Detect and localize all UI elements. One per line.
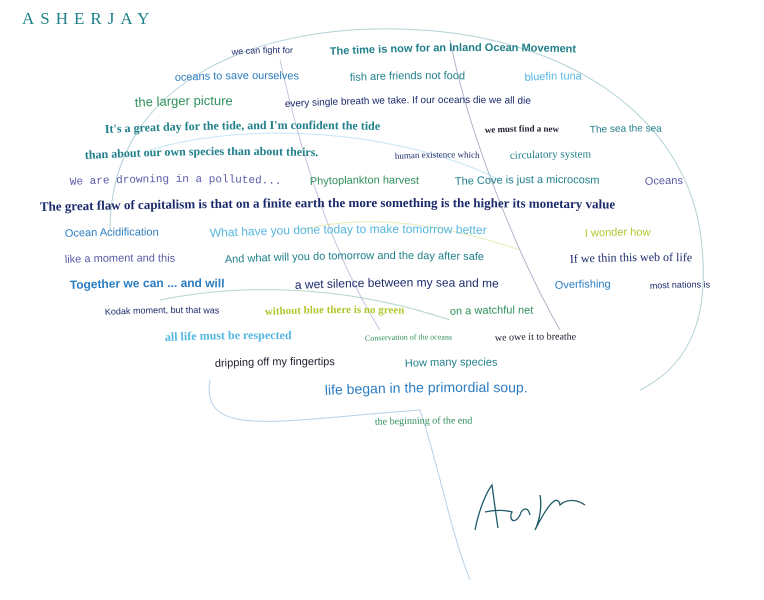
- phrase-drowning: We are drowning in a polluted...: [70, 174, 282, 189]
- phrase-together: Together we can ... and will: [70, 276, 225, 292]
- phrase-larger-picture: the larger picture: [134, 93, 233, 110]
- phrase-circulatory: circulatory system: [510, 148, 592, 161]
- phrase-kodak: Kodak moment, but that was: [105, 305, 220, 317]
- phrase-beginning-end: the beginning of the end: [375, 415, 473, 427]
- phrase-the-sea: The sea the sea: [590, 123, 663, 135]
- phrase-wonder-how: I wonder how: [584, 226, 650, 239]
- artist-signature: [474, 483, 586, 531]
- phrase-overfishing: Overfishing: [554, 278, 610, 291]
- phrase-the-cove: The Cove is just a microcosm: [455, 174, 600, 188]
- phrase-conservation: Conservation of the oceans: [365, 332, 452, 342]
- phrase-how-many-species: How many species: [405, 356, 499, 369]
- phrase-inland-ocean: The time is now for an Inland Ocean Move…: [330, 42, 577, 58]
- phrase-capitalism: The great flaw of capitalism is that on …: [40, 195, 616, 214]
- phrase-bluefin: bluefin tuna: [524, 70, 582, 83]
- phrase-most-nations: most nations is: [649, 279, 710, 290]
- phrase-moment: like a moment and this: [65, 252, 176, 265]
- phrase-life-respected: all life must be respected: [165, 328, 292, 344]
- phrase-fish-friends: fish are friends not food: [350, 70, 466, 84]
- phrase-what-done-today: What have you done today to make tomorro…: [210, 222, 487, 240]
- brain-fold-strokes: [109, 28, 704, 581]
- phrase-blue-green: without blue there is no green: [265, 304, 405, 318]
- phrase-fight-for: we can fight for: [230, 45, 293, 57]
- phrase-save-ourselves: oceans to save ourselves: [175, 70, 300, 84]
- phrase-tomorrow-safe: And what will you do tomorrow and the da…: [225, 250, 485, 266]
- phrase-human-existence: human existence which: [395, 149, 481, 160]
- phrase-phytoplankton: Phytoplankton harvest: [310, 174, 420, 187]
- phrase-great-day-tide: It's a great day for the tide, and I'm c…: [105, 118, 381, 136]
- phrase-acidification: Ocean Acidification: [65, 226, 159, 239]
- phrase-dripping: dripping off my fingertips: [215, 356, 336, 370]
- asherjay-logo: ASHERJAY: [22, 9, 156, 28]
- phrase-find-new: we must find a new: [484, 123, 559, 134]
- phrase-single-breath: every single breath we take. If our ocea…: [285, 95, 532, 110]
- phrase-wet-silence: a wet silence between my sea and me: [295, 275, 500, 291]
- phrase-watchful-net: on a watchful net: [450, 304, 534, 317]
- phrase-owe-it: we owe it to breathe: [495, 331, 577, 343]
- phrase-primordial-soup: life began in the primordial soup.: [324, 379, 527, 398]
- phrase-oceans: Oceans: [644, 175, 683, 188]
- phrase-own-species: than about our own species than about th…: [84, 144, 318, 162]
- phrase-web-of-life: If we thin this web of life: [569, 250, 692, 266]
